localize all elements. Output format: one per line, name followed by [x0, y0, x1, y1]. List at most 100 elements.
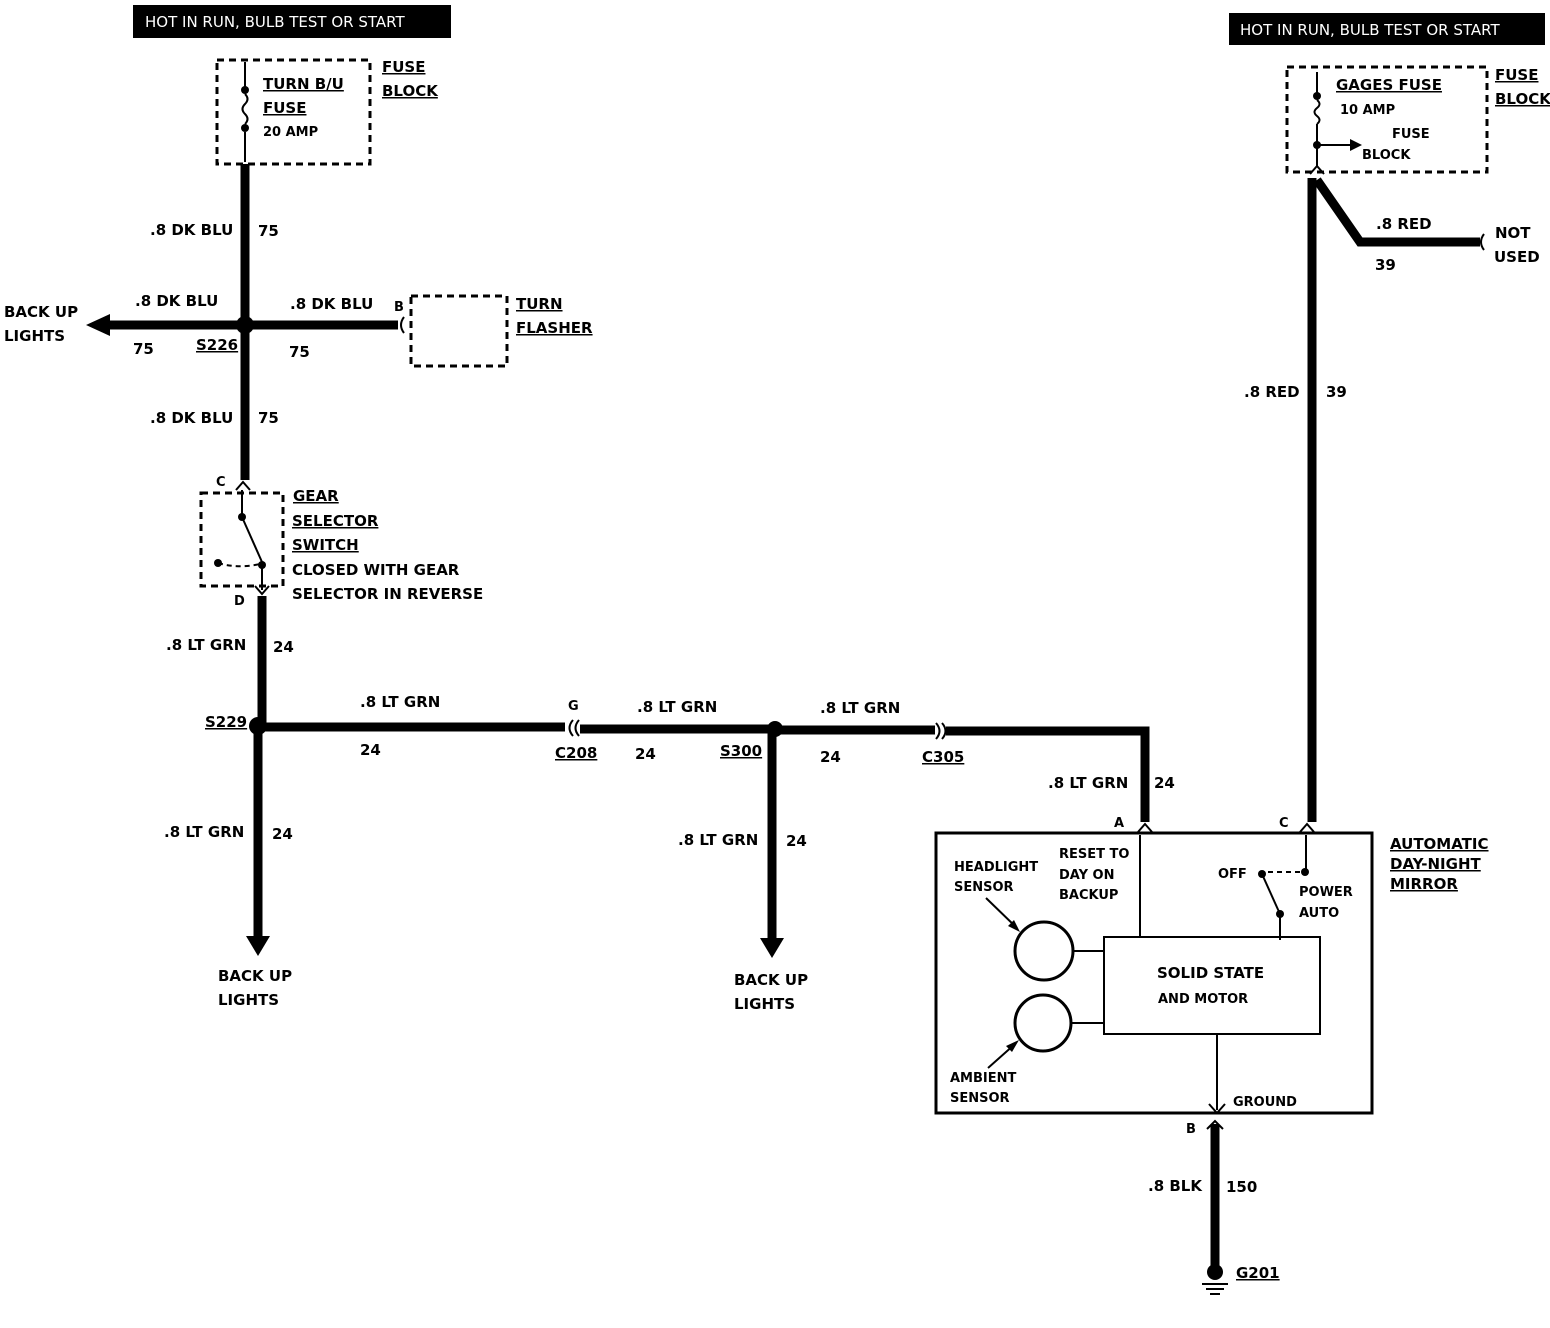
wire-circuit-24-4: 24 [635, 745, 656, 763]
not-used-label-2: USED [1494, 248, 1540, 266]
right-fuse-block-label-2: BLOCK [1495, 90, 1550, 108]
wire-label-lt-grn-3: .8 LT GRN [360, 693, 440, 711]
splice-s229 [249, 717, 267, 735]
gear-selector-switch: C D [199, 475, 285, 609]
mirror-pin-a: A [1114, 816, 1124, 831]
fuse-block-arrow-icon [1350, 139, 1362, 151]
wire-label-dk-blu-2: .8 DK BLU [135, 292, 218, 310]
switch-pin-d: D [234, 594, 245, 609]
ground-g201-label: G201 [1236, 1264, 1280, 1282]
backup-lights-label-2: LIGHTS [218, 991, 279, 1009]
backup-lights-label-1: BACK UP [218, 967, 292, 985]
wire-circuit-24-7: 24 [1154, 774, 1175, 792]
connector-c208: G C208 [555, 699, 597, 762]
mirror-pin-b-connector [1206, 1119, 1224, 1130]
gages-fuse-rating: 10 AMP [1340, 103, 1395, 118]
wire-circuit-24-1: 24 [273, 638, 294, 656]
left-banner-text: HOT IN RUN, BULB TEST OR START [145, 13, 405, 31]
ambient-sensor-label-2: SENSOR [950, 1091, 1010, 1106]
gages-inner-block-1: FUSE [1392, 127, 1430, 142]
wire-label-lt-grn-1: .8 LT GRN [166, 636, 246, 654]
left-fuse-block-label-2: BLOCK [382, 82, 439, 100]
turn-bu-fuse-rating: 20 AMP [263, 125, 318, 140]
wire-label-dk-blu-3: .8 DK BLU [290, 295, 373, 313]
backup-lights-left-label-2: LIGHTS [4, 327, 65, 345]
and-motor-label: AND MOTOR [1158, 992, 1248, 1007]
right-banner-text: HOT IN RUN, BULB TEST OR START [1240, 21, 1500, 39]
mirror-switch-off: OFF [1218, 867, 1247, 882]
gear-switch-label-1: GEAR [293, 487, 339, 505]
turn-flasher-label-2: FLASHER [516, 319, 593, 337]
splice-s300-label: S300 [720, 742, 762, 760]
not-used-label-1: NOT [1495, 224, 1531, 242]
wire-label-dk-blu-4: .8 DK BLU [150, 409, 233, 427]
ground-g201-icon [1202, 1264, 1228, 1295]
arrow-backup-s229-icon [246, 936, 270, 956]
wire-label-lt-grn-2: .8 LT GRN [164, 823, 244, 841]
mirror-pin-c: C [1279, 816, 1289, 831]
wire-circuit-24-2: 24 [272, 825, 293, 843]
mirror-switch-auto: AUTO [1299, 906, 1339, 921]
headlight-sensor-label-1: HEADLIGHT [954, 860, 1038, 875]
gages-inner-block-2: BLOCK [1362, 148, 1411, 163]
mirror-pin-b: B [1186, 1122, 1196, 1137]
right-fuse-block-label-1: FUSE [1495, 66, 1538, 84]
left-power-banner: HOT IN RUN, BULB TEST OR START [133, 5, 451, 38]
backup-lights-left-label-1: BACK UP [4, 303, 78, 321]
wire-circuit-75-2: 75 [133, 340, 154, 358]
left-fuse-block-label-1: FUSE [382, 58, 425, 76]
wire-lt-grn-c305-mirror [946, 726, 1150, 822]
wire-label-lt-grn-4: .8 LT GRN [637, 698, 717, 716]
automatic-day-night-mirror: A C HEADLIGHT SENSOR RESET TO DAY ON BAC… [934, 816, 1374, 1115]
turn-flasher-box [409, 294, 509, 368]
flasher-pin-b: B [394, 300, 404, 315]
flasher-connector-b [400, 316, 405, 334]
turn-bu-fuse-name-1: TURN B/U [263, 75, 344, 93]
wire-circuit-24-3: 24 [360, 741, 381, 759]
arrow-backup-left-icon [86, 314, 110, 336]
splice-s229-label: S229 [205, 713, 247, 731]
ambient-sensor-label-1: AMBIENT [950, 1071, 1017, 1086]
wire-label-blk: .8 BLK [1148, 1177, 1203, 1195]
switch-pin-c: C [216, 475, 226, 490]
c208-pin-g: G [568, 699, 579, 714]
wire-label-lt-grn-5: .8 LT GRN [678, 831, 758, 849]
wire-red-not-used [1313, 177, 1480, 247]
right-power-banner: HOT IN RUN, BULB TEST OR START [1229, 13, 1545, 45]
solid-state-label: SOLID STATE [1157, 964, 1264, 982]
wire-label-lt-grn-6: .8 LT GRN [820, 699, 900, 717]
wire-circuit-75-3: 75 [289, 343, 310, 361]
turn-bu-fuse-name-2: FUSE [263, 99, 306, 117]
wire-label-red-1: .8 RED [1376, 215, 1432, 233]
wire-label-lt-grn-7: .8 LT GRN [1048, 774, 1128, 792]
mirror-switch-power: POWER [1299, 885, 1353, 900]
splice-s226-label: S226 [196, 336, 238, 354]
wire-circuit-75-4: 75 [258, 409, 279, 427]
wire-label-dk-blu-1: .8 DK BLU [150, 221, 233, 239]
arrow-backup-s300-icon [760, 938, 784, 958]
gear-switch-label-4: CLOSED WITH GEAR [292, 561, 460, 579]
wire-label-red-2: .8 RED [1244, 383, 1300, 401]
ambient-sensor-icon [1013, 993, 1073, 1053]
backup-lights-right-label-1: BACK UP [734, 971, 808, 989]
reset-label-2: DAY ON [1059, 868, 1114, 883]
gear-switch-label-3: SWITCH [292, 536, 359, 554]
wire-circuit-75-1: 75 [258, 222, 279, 240]
mirror-ground-label: GROUND [1233, 1095, 1297, 1110]
wire-circuit-24-5: 24 [786, 832, 807, 850]
solid-state-module [1103, 936, 1321, 1035]
headlight-sensor-label-2: SENSOR [954, 880, 1014, 895]
gages-fuse-block: GAGES FUSE 10 AMP FUSE BLOCK [1285, 65, 1489, 175]
connector-c208-label: C208 [555, 744, 597, 762]
headlight-sensor-icon [1013, 920, 1075, 982]
wire-circuit-24-6: 24 [820, 748, 841, 766]
reset-label-1: RESET TO [1059, 847, 1129, 862]
backup-lights-right-label-2: LIGHTS [734, 995, 795, 1013]
not-used-connector [1480, 233, 1485, 251]
gages-fuse-name: GAGES FUSE [1336, 76, 1442, 94]
turn-bu-fuse-block: TURN B/U FUSE 20 AMP [215, 58, 372, 166]
reset-label-3: BACKUP [1059, 888, 1118, 903]
gear-switch-label-2: SELECTOR [292, 512, 379, 530]
mirror-title-1: AUTOMATIC [1390, 835, 1489, 853]
